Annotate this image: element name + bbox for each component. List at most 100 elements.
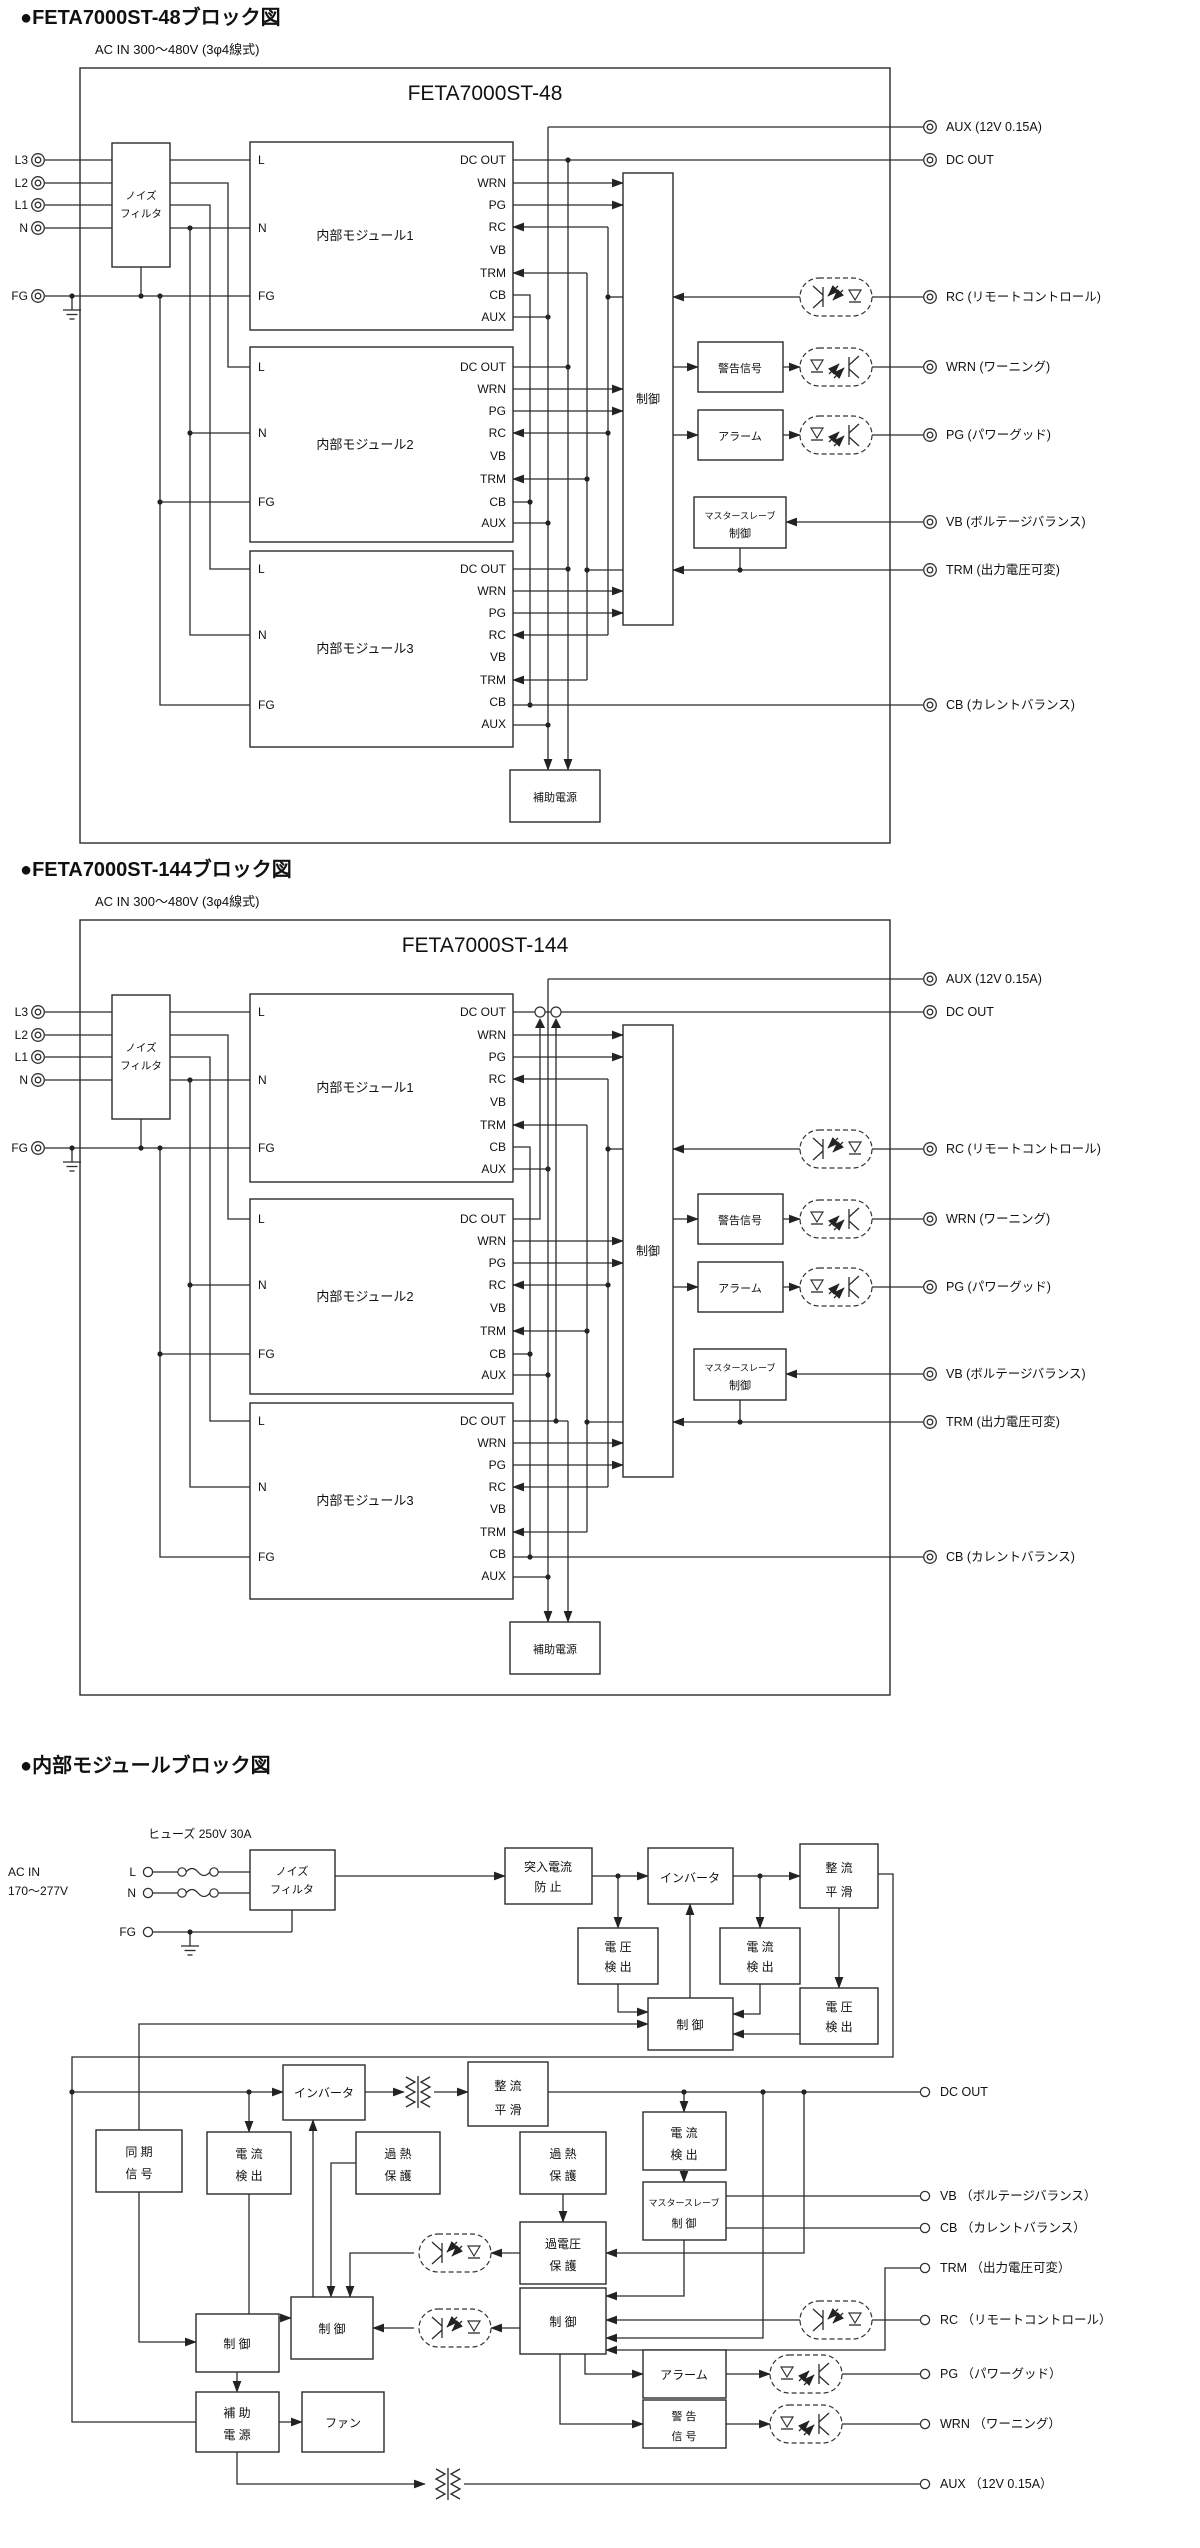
overheat-b-box [519, 2131, 607, 2195]
svg-text:DC OUT: DC OUT [460, 153, 507, 167]
photocoupler-pg-icon [770, 2355, 842, 2393]
master-slave-label2: 制御 [729, 526, 751, 540]
svg-text:VB: VB [490, 1502, 506, 1516]
vdet-a-label1: 電 圧 [604, 1940, 631, 1954]
rectifier-b-label2: 平 滑 [494, 2103, 521, 2117]
inverter-a-label: インバータ [660, 1871, 720, 1885]
noise-filter-label2: フィルタ [120, 1060, 162, 1072]
noise-filter-label2: フィルタ [120, 208, 162, 220]
svg-text:RC: RC [489, 220, 507, 234]
terminal-l2 [31, 176, 45, 190]
svg-text:PG (パワーグッド): PG (パワーグッド) [946, 428, 1051, 442]
svg-text:PG (パワーグッド): PG (パワーグッド) [946, 1280, 1051, 1294]
diagram-feta7000st-144: ●FETA7000ST-144ブロック図 AC IN 300〜480V (3φ4… [11, 857, 1101, 1696]
s48-input-wires [45, 159, 250, 706]
warning-label1: 警 告 [671, 2409, 696, 2423]
idet-a-label2: 検 出 [746, 1960, 773, 1974]
s48-output-terminals: AUX (12V 0.15A) DC OUT RC (リモートコントロール) W… [923, 120, 1101, 712]
inverter-b-label: インバータ [294, 2086, 354, 2100]
overheat-a-label1: 過 熱 [384, 2147, 411, 2161]
idet-b-label2: 検 出 [235, 2169, 262, 2183]
svg-text:L: L [258, 360, 265, 374]
module1-label: 内部モジュール1 [316, 228, 413, 243]
svg-text:FG: FG [258, 1347, 275, 1361]
terminal-l1 [31, 198, 45, 212]
svg-text:L: L [258, 1414, 265, 1428]
aux-power-box [195, 2391, 280, 2453]
svg-text:AUX (12V 0.15A): AUX (12V 0.15A) [946, 972, 1042, 986]
svg-text:CB: CB [489, 1547, 506, 1561]
internal-output-terminals: DC OUT VB （ボルテージバランス） CB （カレントバランス） TRM … [919, 2085, 1112, 2491]
photocoupler-pg-icon [800, 416, 872, 454]
s48-right-wires [672, 292, 923, 575]
label-l: L [129, 1865, 136, 1879]
svg-text:CB （カレントバランス）: CB （カレントバランス） [940, 2221, 1086, 2235]
s144-subtit: AC IN 300〜480V (3φ4線式) [95, 894, 260, 909]
svg-text:TRM: TRM [480, 1118, 506, 1132]
control-c-label: 制 御 [223, 2336, 250, 2351]
overvoltage-label2: 保 護 [549, 2258, 576, 2273]
module1-label: 内部モジュール1 [316, 1080, 413, 1095]
s144-input-wires [45, 1011, 250, 1558]
terminal-l [142, 1866, 154, 1878]
idet-c-label2: 検 出 [670, 2148, 697, 2162]
svg-text:RC （リモートコントロール）: RC （リモートコントロール） [940, 2313, 1112, 2327]
module2-label: 内部モジュール2 [316, 437, 413, 452]
svg-text:DC OUT: DC OUT [946, 1005, 994, 1019]
terminal-l3 [31, 1005, 45, 1019]
svg-text:N: N [258, 628, 267, 642]
svg-text:L: L [258, 1212, 265, 1226]
s144-output-terminals: AUX (12V 0.15A) DC OUT RC (リモートコントロール) W… [923, 972, 1101, 1564]
svg-text:N: N [258, 426, 267, 440]
aux-power-box [509, 769, 601, 823]
control-label: 制御 [636, 1243, 660, 1258]
fan-label: ファン [325, 2416, 361, 2430]
svg-text:TRM: TRM [480, 673, 506, 687]
sync-label1: 同 期 [125, 2145, 152, 2159]
ground-symbol [62, 295, 82, 320]
svg-text:DC OUT: DC OUT [460, 1414, 507, 1428]
master-slave-label1: マスタースレーブ [704, 1362, 775, 1373]
module-pin-labels: L N FG DC OUT WRN PG RC VB TRM CB AUX L … [258, 1005, 507, 1583]
svg-text:RC: RC [489, 1278, 507, 1292]
aux-transformer-icon [435, 2467, 461, 2501]
control-label: 制御 [636, 391, 660, 406]
svg-text:PG: PG [489, 606, 506, 620]
svg-text:VB (ボルテージバランス): VB (ボルテージバランス) [946, 515, 1086, 529]
noise-filter-box [111, 994, 171, 1120]
svg-text:WRN (ワーニング): WRN (ワーニング) [946, 1212, 1050, 1226]
master-slave-label1: マスタースレーブ [648, 2197, 719, 2208]
ground-symbol [180, 1931, 200, 1956]
rectifier-a-label2: 平 滑 [825, 1885, 852, 1899]
svg-text:VB: VB [490, 243, 506, 257]
control-box [622, 1024, 674, 1478]
overheat-a-box [355, 2131, 441, 2195]
alarm-label: アラーム [718, 430, 762, 443]
sync-label2: 信 号 [125, 2167, 152, 2181]
noise-filter-box [249, 1849, 336, 1911]
rectifier-b-box [467, 2061, 549, 2127]
control-box [622, 172, 674, 626]
warning-signal-label: 警告信号 [718, 361, 762, 375]
master-slave-label2: 制御 [729, 1378, 751, 1392]
svg-text:PG: PG [489, 1256, 506, 1270]
terminal-l3 [31, 153, 45, 167]
module3-box [249, 550, 514, 748]
vdet-b-label1: 電 圧 [825, 2000, 852, 2014]
overheat-a-label2: 保 護 [384, 2168, 411, 2183]
svg-text:FG: FG [258, 495, 275, 509]
warning-signal-label: 警告信号 [718, 1213, 762, 1227]
photocoupler-ovp-icon [419, 2234, 491, 2272]
svg-text:CB: CB [489, 695, 506, 709]
photocoupler-wrn-icon [800, 348, 872, 386]
photocoupler-rc-icon [800, 278, 872, 316]
idet-c-label1: 電 流 [670, 2126, 697, 2140]
inverter-b-box [282, 2064, 366, 2121]
master-slave-box [642, 2181, 727, 2241]
module1-box [249, 993, 514, 1183]
svg-text:WRN: WRN [477, 584, 506, 598]
svg-text:PG: PG [489, 1050, 506, 1064]
photocoupler-rc-icon [800, 1130, 872, 1168]
label-fg: FG [11, 289, 28, 303]
svg-text:DC OUT: DC OUT [460, 562, 507, 576]
